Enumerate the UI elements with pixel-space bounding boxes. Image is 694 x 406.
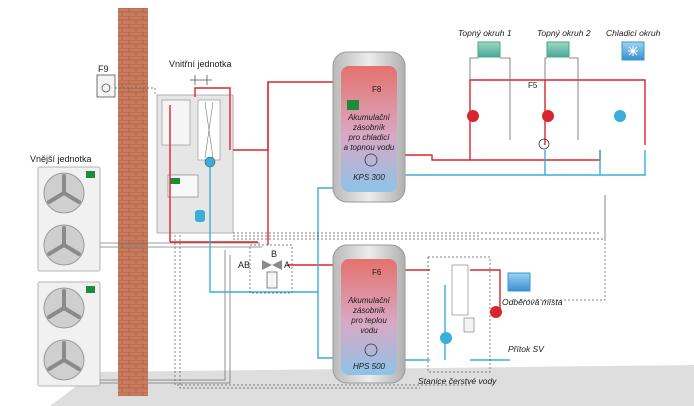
fresh-water-station: Stanice čerstvé vody bbox=[418, 256, 497, 386]
kps-text-4: a topnou vodu bbox=[344, 143, 395, 152]
cold-pipes bbox=[209, 150, 646, 361]
hps-text-3: pro teplou bbox=[350, 316, 387, 325]
heating-circuit-1-label: Topný okruh 1 bbox=[458, 28, 512, 38]
hps-text-4: vodu bbox=[360, 326, 378, 335]
heating-circuit-1: Topný okruh 1 bbox=[458, 28, 512, 140]
indoor-unit: Vnitřní jednotka bbox=[156, 59, 234, 234]
f6-label: F6 bbox=[372, 268, 382, 277]
hot-pipes bbox=[169, 79, 646, 310]
sensor-lines bbox=[115, 87, 606, 389]
tank-kps300: F8 Akumulační zásobník pro chladicí a to… bbox=[332, 51, 406, 203]
kps-text-1: Akumulační bbox=[347, 113, 391, 122]
taps-label: Odběrová místa bbox=[502, 297, 563, 307]
indoor-unit-label: Vnitřní jednotka bbox=[169, 59, 232, 69]
f9-sensor: F9 bbox=[96, 64, 116, 98]
f9-label: F9 bbox=[98, 64, 109, 74]
fresh-water-station-label: Stanice čerstvé vody bbox=[418, 376, 497, 386]
outdoor-unit-1 bbox=[37, 166, 101, 272]
outdoor-unit-2 bbox=[37, 281, 101, 387]
f5-label: F5 bbox=[528, 81, 538, 90]
hps-text-2: zásobník bbox=[352, 306, 386, 315]
hps-model: HPS 500 bbox=[353, 362, 386, 371]
kps-model: KPS 300 bbox=[353, 173, 385, 182]
cooling-circuit-label: Chladicí okruh bbox=[606, 28, 661, 38]
valve-a-label: A bbox=[284, 260, 290, 270]
heating-circuit-2-label: Topný okruh 2 bbox=[537, 28, 591, 38]
heating-circuit-2: F5 Topný okruh 2 bbox=[528, 28, 591, 150]
three-way-valve: AB A B bbox=[238, 244, 293, 294]
valve-ab-label: AB bbox=[238, 260, 250, 270]
cooling-circuit: Chladicí okruh bbox=[606, 28, 661, 122]
valve-b-label: B bbox=[271, 249, 277, 259]
cold-water-inlet-label: Přítok SV bbox=[508, 344, 545, 354]
outdoor-unit-label: Vnější jednotka bbox=[30, 154, 92, 164]
tank-hps500: F6 Akumulační zásobník pro teplou vodu H… bbox=[332, 244, 406, 384]
kps-text-3: pro chladicí bbox=[348, 133, 391, 142]
brick-wall bbox=[118, 8, 148, 396]
hps-text-1: Akumulační bbox=[347, 296, 391, 305]
floor bbox=[50, 365, 694, 406]
f8-label: F8 bbox=[372, 85, 382, 94]
taps: Odběrová místa Přítok SV bbox=[490, 272, 563, 354]
kps-text-2: zásobník bbox=[352, 123, 386, 132]
